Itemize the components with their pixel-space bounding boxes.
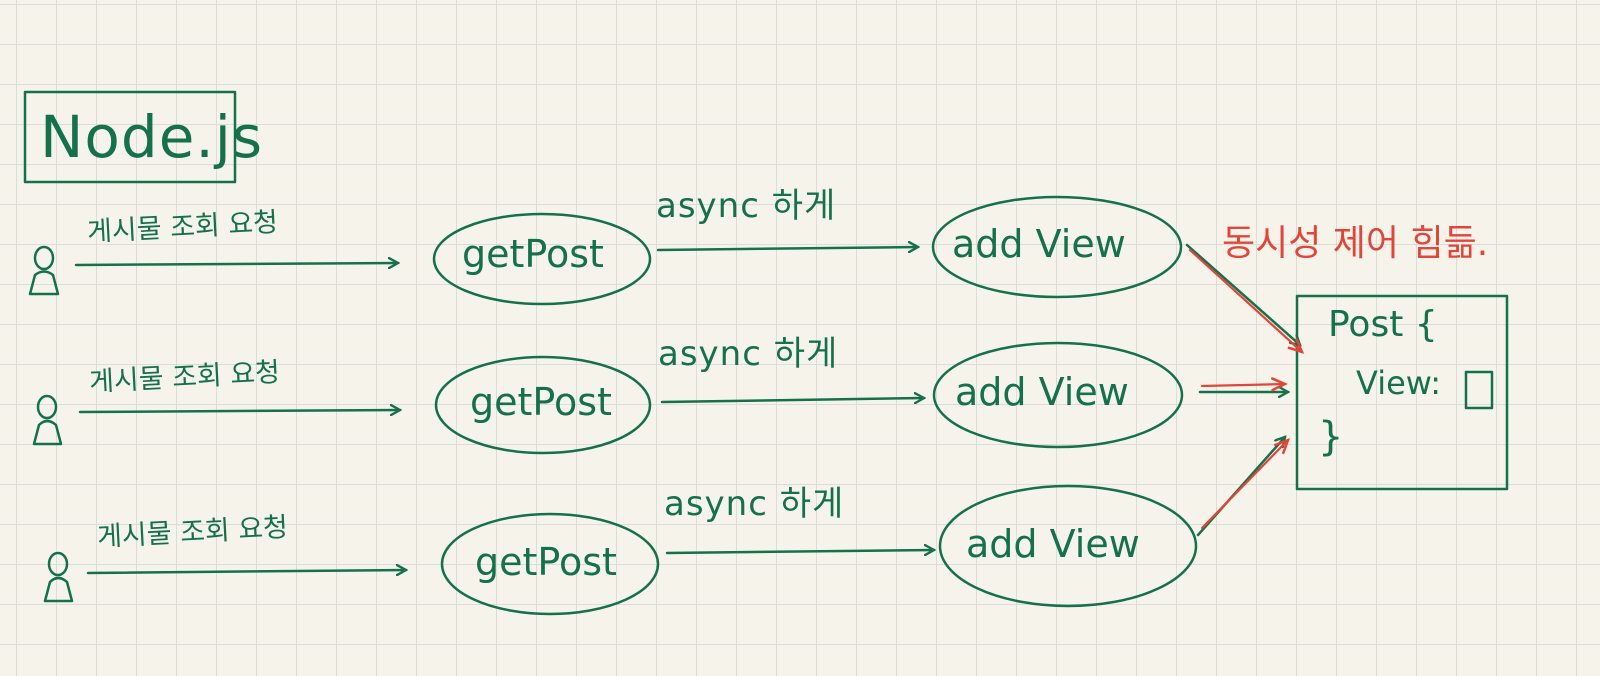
addview-label: add View xyxy=(952,222,1126,266)
getpost-node xyxy=(434,355,652,455)
user-icon xyxy=(43,551,74,603)
post-close-brace: } xyxy=(1318,414,1344,460)
post-field-view: View: xyxy=(1356,364,1441,402)
getpost-label: getPost xyxy=(475,540,617,584)
async-arrow xyxy=(660,398,924,402)
async-label: async 하게 xyxy=(664,484,845,524)
getpost-node xyxy=(432,212,652,306)
async-label: async 하게 xyxy=(656,186,837,226)
user-icon xyxy=(28,245,60,296)
async-arrow xyxy=(665,550,934,553)
post-box xyxy=(1295,294,1509,491)
getpost-node xyxy=(440,512,660,616)
user-icon xyxy=(32,394,63,446)
conflict-arrow xyxy=(1200,384,1285,386)
conflict-arrow xyxy=(1188,248,1302,352)
addview-label: add View xyxy=(966,522,1140,566)
getpost-label: getPost xyxy=(470,380,612,424)
async-arrow xyxy=(656,247,918,250)
conflict-arrow xyxy=(1200,440,1288,530)
async-label: async 하게 xyxy=(658,334,839,374)
addview-node xyxy=(931,195,1183,299)
update-arrow xyxy=(1185,243,1300,345)
addview-node xyxy=(938,484,1198,608)
request-arrow xyxy=(74,263,398,265)
request-arrow xyxy=(86,570,406,573)
addview-label: add View xyxy=(955,370,1129,414)
addview-node xyxy=(932,341,1184,449)
title-box xyxy=(23,90,237,184)
getpost-label: getPost xyxy=(462,232,604,276)
post-open-brace: Post { xyxy=(1328,304,1438,345)
request-arrow xyxy=(78,410,400,412)
concurrency-note: 동시성 제어 힘듦. xyxy=(1222,223,1489,264)
page-title: Node.js xyxy=(40,103,264,171)
view-value-box xyxy=(1464,370,1494,410)
